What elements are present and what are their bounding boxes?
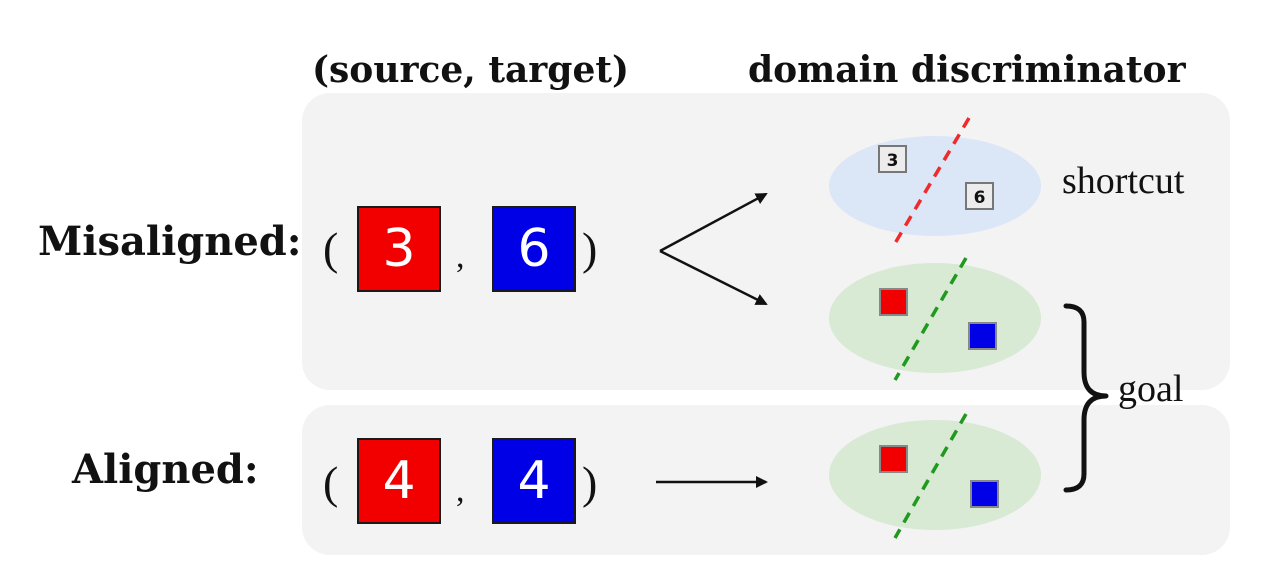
misaligned-source-digit: 3 [357, 206, 441, 292]
small-digit-6: 6 [974, 188, 986, 208]
aligned-source-digit: 4 [357, 438, 441, 524]
misaligned-label: Misaligned: [38, 218, 302, 265]
aligned-comma: , [456, 472, 465, 509]
misaligned-target-digit: 6 [492, 206, 576, 292]
small-digit-box-3 [878, 145, 907, 173]
small-digit-3: 3 [887, 151, 899, 171]
goal-boundary-bottom [893, 413, 968, 539]
goal-boundary-top [893, 257, 968, 381]
misaligned-open-paren: ( [323, 223, 339, 274]
shortcut-cluster: 3 6 [829, 117, 1041, 246]
arrow-to-goal [659, 249, 768, 306]
target-square-bottom [970, 480, 999, 508]
small-digit-box-6 [965, 182, 994, 210]
shortcut-label: shortcut [1062, 160, 1185, 202]
goal-ellipse-bottom [829, 420, 1041, 530]
goal-ellipse-top [829, 263, 1041, 373]
split-arrow [659, 192, 768, 306]
source-square-top [879, 288, 908, 316]
goal-cluster-aligned [829, 413, 1041, 539]
goal-brace [1063, 303, 1109, 493]
arrow-to-shortcut [659, 192, 768, 253]
aligned-close-paren: ) [582, 457, 598, 508]
aligned-open-paren: ( [323, 457, 339, 508]
goal-cluster-misaligned [829, 257, 1041, 381]
source-square-bottom [879, 445, 908, 473]
target-square-top [968, 322, 997, 350]
misaligned-panel [302, 93, 1230, 390]
goal-label: goal [1118, 368, 1184, 410]
aligned-label: Aligned: [72, 446, 259, 493]
shortcut-boundary [892, 117, 971, 246]
discriminator-heading: domain discriminator [748, 49, 1186, 91]
misaligned-close-paren: ) [582, 223, 598, 274]
shortcut-ellipse [829, 136, 1041, 236]
pair-heading: (source, target) [312, 49, 630, 91]
misaligned-comma: , [456, 238, 465, 275]
aligned-target-digit: 4 [492, 438, 576, 524]
